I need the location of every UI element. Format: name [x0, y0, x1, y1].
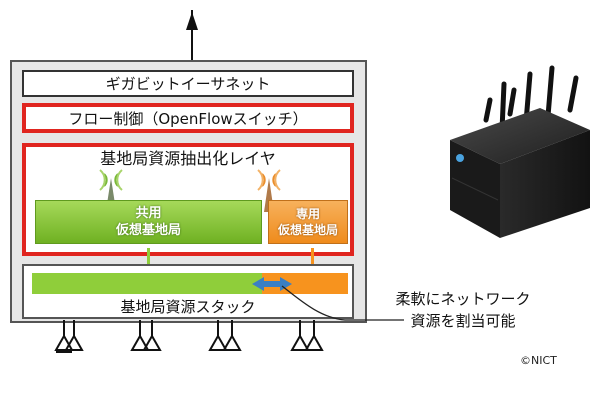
dedicated-virtual-base-station: 専用 仮想基地局 — [268, 200, 348, 244]
shared-bs-line2: 仮想基地局 — [115, 223, 181, 238]
shared-virtual-base-station: 共用 仮想基地局 — [35, 200, 262, 244]
abstraction-layer-title: 基地局資源抽出化レイヤ — [100, 149, 276, 168]
dedicated-connector — [311, 248, 314, 264]
flow-control-layer: フロー制御（OpenFlowスイッチ） — [22, 103, 354, 133]
callout-line1: 柔軟にネットワーク — [395, 290, 531, 308]
base-station-device-image — [450, 65, 590, 238]
shared-bs-line1: 共用 — [135, 206, 162, 221]
gigabit-ethernet-layer: ギガビットイーサネット — [22, 70, 354, 97]
dedicated-bs-line2: 仮想基地局 — [277, 223, 338, 237]
shared-resource-bar — [32, 273, 262, 294]
resource-stack-label: 基地局資源スタック — [120, 298, 256, 316]
credit-text: ©NICT — [520, 354, 557, 367]
green-antenna-icon — [99, 169, 123, 204]
stand-feet-icon — [54, 320, 324, 353]
flexible-allocation-callout: 柔軟にネットワーク 資源を割当可能 — [378, 288, 548, 332]
shared-connector — [147, 248, 150, 264]
dedicated-resource-bar — [262, 273, 348, 294]
callout-line2: 資源を割当可能 — [410, 312, 516, 330]
dedicated-bs-line1: 専用 — [295, 207, 320, 221]
